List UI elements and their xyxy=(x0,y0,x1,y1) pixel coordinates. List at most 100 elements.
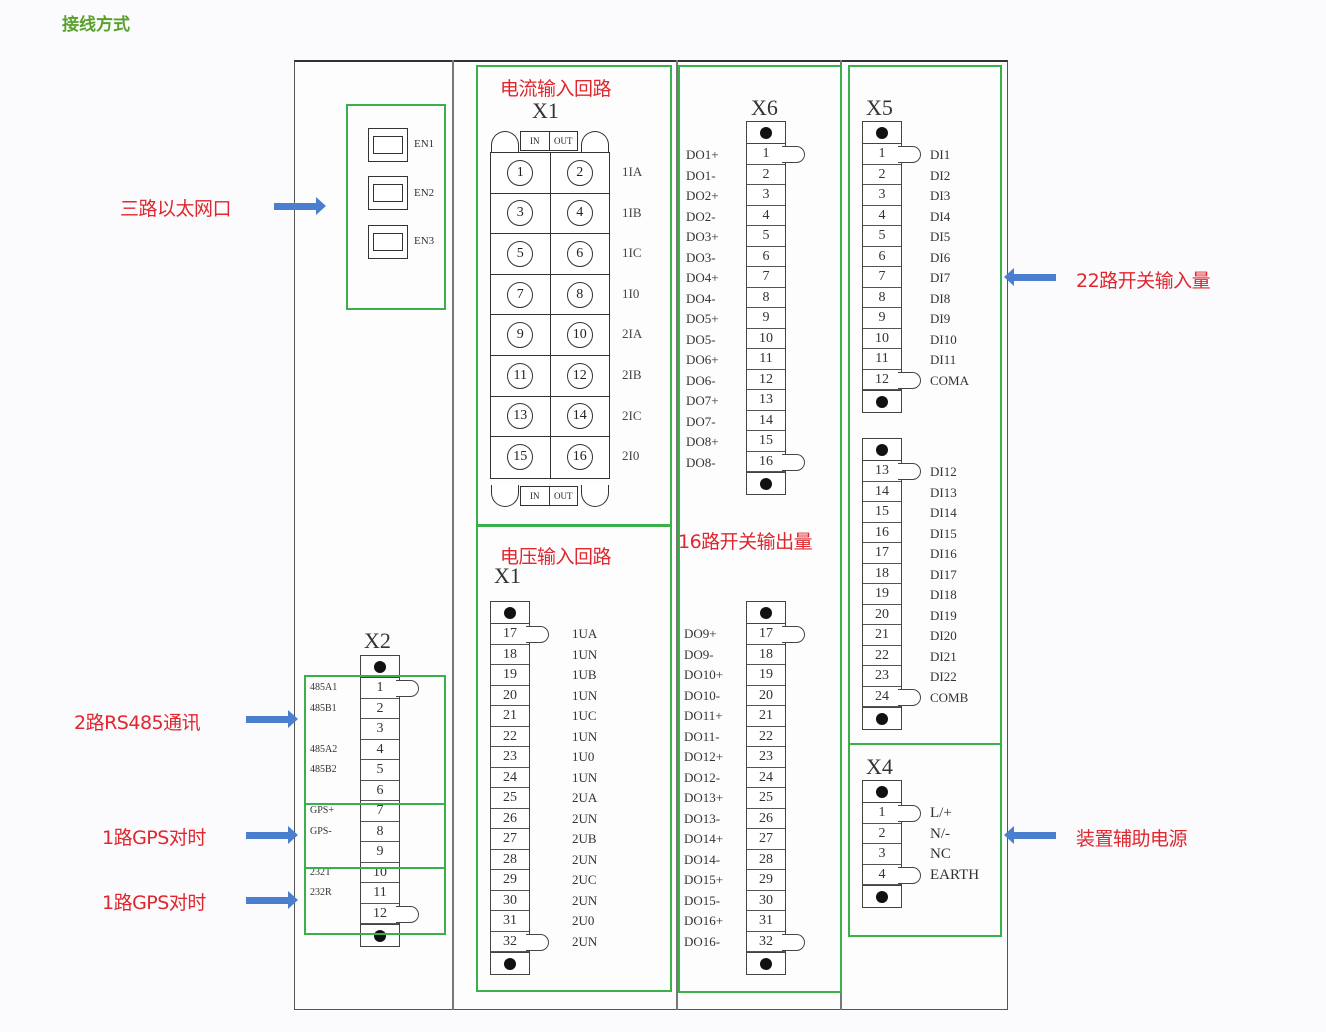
terminal-pin[interactable]: 12 xyxy=(747,370,785,390)
terminal-pin[interactable]: 21 xyxy=(863,625,901,646)
terminal-pin[interactable]: 15 xyxy=(747,431,785,452)
terminal-pin[interactable]: 11 xyxy=(361,883,399,904)
terminal-pin[interactable]: 2 xyxy=(863,824,901,844)
current-terminal-cell[interactable]: 4 xyxy=(549,193,610,234)
terminal-pin[interactable]: 1 xyxy=(863,144,921,165)
terminal-pin[interactable]: 8 xyxy=(361,822,399,842)
terminal-pin[interactable]: 13 xyxy=(863,461,921,482)
terminal-pin[interactable]: 11 xyxy=(747,349,785,370)
terminal-pin[interactable]: 30 xyxy=(491,891,529,911)
terminal-pin[interactable]: 5 xyxy=(747,226,785,247)
terminal-pin[interactable]: 28 xyxy=(747,850,785,870)
terminal-pin[interactable]: 16 xyxy=(863,523,901,543)
current-terminal-cell[interactable]: 10 xyxy=(549,315,610,355)
terminal-pin[interactable]: 6 xyxy=(361,781,399,801)
terminal-pin[interactable]: 19 xyxy=(747,665,785,686)
terminal-pin[interactable]: 12 xyxy=(863,370,921,390)
terminal-pin[interactable]: 26 xyxy=(491,809,529,829)
terminal-pin[interactable]: 7 xyxy=(747,267,785,288)
terminal-pin[interactable]: 29 xyxy=(747,870,785,891)
terminal-pin[interactable]: 18 xyxy=(491,645,529,665)
terminal-pin[interactable]: 2 xyxy=(747,165,785,185)
terminal-pin[interactable]: 17 xyxy=(491,624,549,645)
terminal-pin[interactable]: 26 xyxy=(747,809,785,829)
terminal-pin[interactable]: 18 xyxy=(863,564,901,584)
terminal-pin[interactable]: 3 xyxy=(361,719,399,740)
terminal-pin[interactable]: 9 xyxy=(863,308,901,329)
terminal-pin[interactable]: 19 xyxy=(491,665,529,686)
terminal-pin[interactable]: 3 xyxy=(863,185,901,206)
terminal-pin[interactable]: 6 xyxy=(863,247,901,267)
current-terminal-cell[interactable]: 5 xyxy=(491,234,550,274)
terminal-pin[interactable]: 4 xyxy=(747,206,785,226)
terminal-pin[interactable]: 27 xyxy=(491,829,529,850)
terminal-pin[interactable]: 24 xyxy=(863,687,921,707)
terminal-pin[interactable]: 5 xyxy=(863,226,901,247)
current-terminal-cell[interactable]: 9 xyxy=(491,315,550,355)
current-terminal-cell[interactable]: 1 xyxy=(491,153,550,193)
terminal-pin[interactable]: 5 xyxy=(361,760,399,781)
ethernet-port-en2[interactable] xyxy=(368,176,408,210)
terminal-pin[interactable]: 19 xyxy=(863,584,901,605)
terminal-pin[interactable]: 17 xyxy=(863,543,901,564)
terminal-pin[interactable]: 22 xyxy=(747,727,785,747)
terminal-pin[interactable]: 23 xyxy=(747,747,785,768)
current-terminal-cell[interactable]: 6 xyxy=(549,234,610,274)
terminal-pin[interactable]: 23 xyxy=(863,666,901,687)
terminal-pin[interactable]: 9 xyxy=(361,842,399,863)
terminal-pin[interactable]: 14 xyxy=(747,411,785,431)
current-terminal-cell[interactable]: 16 xyxy=(549,437,610,478)
terminal-pin[interactable]: 24 xyxy=(491,768,529,788)
terminal-pin[interactable]: 7 xyxy=(863,267,901,288)
terminal-pin[interactable]: 14 xyxy=(863,482,901,502)
terminal-pin[interactable]: 15 xyxy=(863,502,901,523)
terminal-pin[interactable]: 24 xyxy=(747,768,785,788)
current-terminal-cell[interactable]: 2 xyxy=(549,153,610,193)
terminal-pin[interactable]: 32 xyxy=(491,932,549,952)
terminal-pin[interactable]: 3 xyxy=(747,185,785,206)
current-terminal-cell[interactable]: 7 xyxy=(491,275,550,315)
terminal-pin[interactable]: 1 xyxy=(747,144,805,165)
current-terminal-cell[interactable]: 15 xyxy=(491,437,550,478)
ethernet-port-en3[interactable] xyxy=(368,225,408,259)
terminal-pin[interactable]: 17 xyxy=(747,624,805,645)
terminal-pin[interactable]: 3 xyxy=(863,844,901,865)
terminal-pin[interactable]: 6 xyxy=(747,247,785,267)
terminal-pin[interactable]: 18 xyxy=(747,645,785,665)
terminal-pin[interactable]: 27 xyxy=(747,829,785,850)
terminal-pin[interactable]: 1 xyxy=(361,678,419,699)
terminal-pin[interactable]: 31 xyxy=(747,911,785,932)
current-terminal-cell[interactable]: 11 xyxy=(491,356,550,396)
terminal-pin[interactable]: 21 xyxy=(747,706,785,727)
current-terminal-cell[interactable]: 13 xyxy=(491,397,550,437)
terminal-pin[interactable]: 25 xyxy=(491,788,529,809)
terminal-pin[interactable]: 4 xyxy=(361,740,399,760)
terminal-pin[interactable]: 20 xyxy=(863,605,901,625)
terminal-pin[interactable]: 30 xyxy=(747,891,785,911)
terminal-pin[interactable]: 23 xyxy=(491,747,529,768)
terminal-pin[interactable]: 8 xyxy=(747,288,785,308)
terminal-pin[interactable]: 22 xyxy=(491,727,529,747)
terminal-pin[interactable]: 10 xyxy=(747,329,785,349)
terminal-pin[interactable]: 29 xyxy=(491,870,529,891)
terminal-pin[interactable]: 10 xyxy=(863,329,901,349)
current-terminal-cell[interactable]: 3 xyxy=(491,194,550,234)
current-terminal-cell[interactable]: 12 xyxy=(549,355,610,396)
terminal-pin[interactable]: 11 xyxy=(863,349,901,370)
current-terminal-cell[interactable]: 14 xyxy=(549,396,610,437)
terminal-pin[interactable]: 21 xyxy=(491,706,529,727)
terminal-pin[interactable]: 8 xyxy=(863,288,901,308)
ethernet-port-en1[interactable] xyxy=(368,128,408,162)
terminal-pin[interactable]: 20 xyxy=(747,686,785,706)
terminal-pin[interactable]: 25 xyxy=(747,788,785,809)
current-terminal-cell[interactable]: 8 xyxy=(549,274,610,315)
terminal-pin[interactable]: 31 xyxy=(491,911,529,932)
terminal-pin[interactable]: 32 xyxy=(747,932,805,952)
terminal-pin[interactable]: 4 xyxy=(863,206,901,226)
terminal-pin[interactable]: 1 xyxy=(863,803,921,824)
terminal-pin[interactable]: 7 xyxy=(361,801,399,822)
terminal-pin[interactable]: 13 xyxy=(747,390,785,411)
terminal-pin[interactable]: 20 xyxy=(491,686,529,706)
terminal-pin[interactable]: 22 xyxy=(863,646,901,666)
terminal-pin[interactable]: 2 xyxy=(863,165,901,185)
